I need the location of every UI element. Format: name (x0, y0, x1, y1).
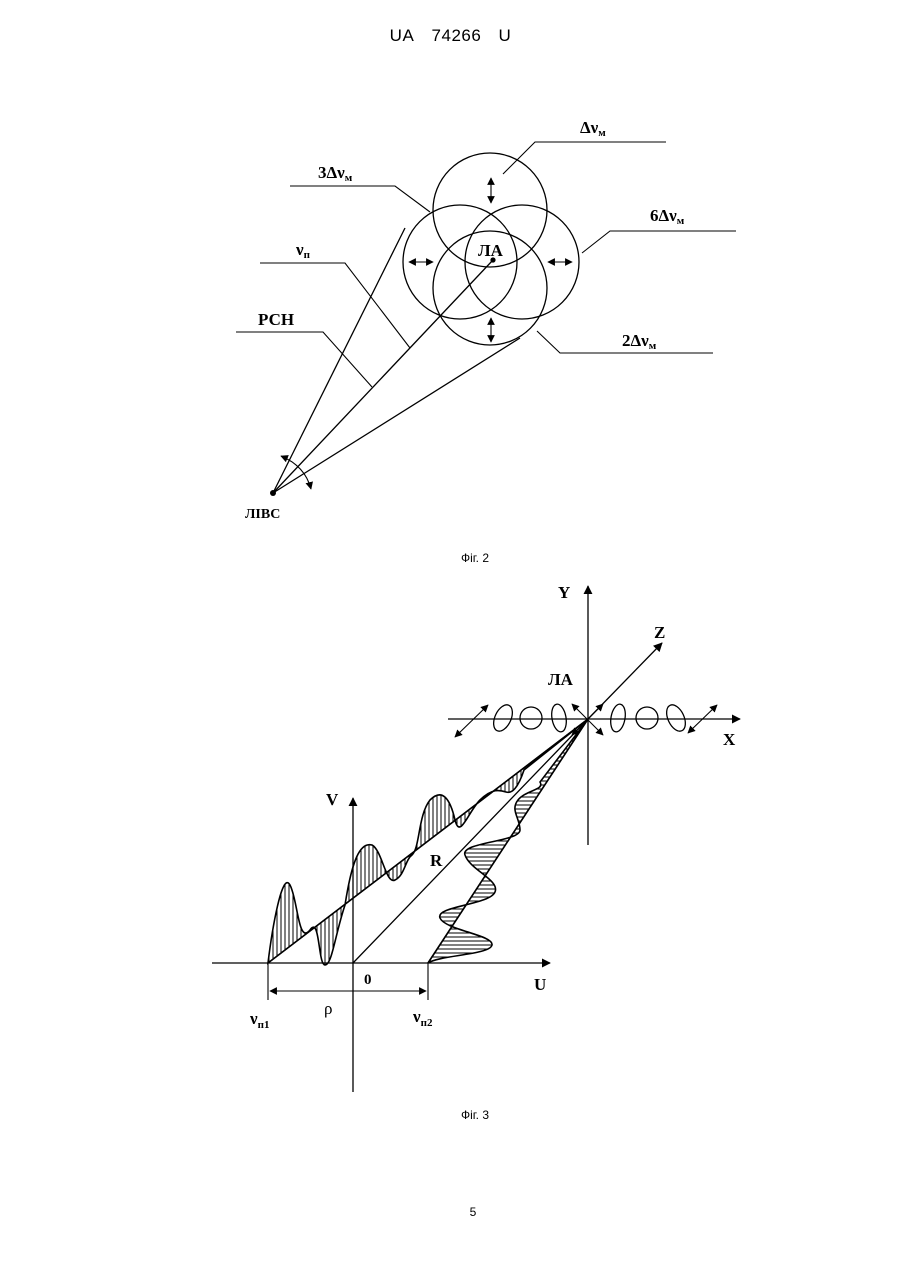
xyz-axes (448, 586, 740, 845)
rho-dimension (268, 963, 428, 1000)
label-6-delta-nu: 6Δνм (650, 206, 685, 227)
label-3-delta-nu: 3Δνм (318, 163, 353, 184)
label-rsn: РСН (258, 310, 294, 329)
figure-3: Y Z ЛА X V R 0 U ρ νп1 νп2 (212, 583, 740, 1092)
label-z: Z (654, 623, 665, 642)
label-nu-p2: νп2 (412, 1007, 433, 1029)
label-delta-nu: Δνм (580, 118, 606, 139)
label-rho: ρ (324, 999, 332, 1018)
wave-2 (428, 719, 588, 963)
figure-2: Δνм 3Δνм 6Δνм νп ЛА РСН 2Δνм ЛІВС (236, 118, 736, 522)
fig2-caption: Фіг. 2 (0, 551, 901, 565)
label-la-3: ЛА (548, 670, 574, 689)
label-la: ЛА (478, 241, 504, 260)
label-livs: ЛІВС (245, 507, 280, 522)
label-y: Y (558, 583, 570, 602)
label-u: U (534, 975, 546, 994)
wave-1 (268, 719, 588, 965)
livs-point (270, 490, 276, 496)
beam-rays (273, 228, 520, 493)
label-v: V (326, 790, 339, 809)
label-nu-p1: νп1 (249, 1009, 269, 1031)
label-x: X (723, 730, 736, 749)
page-number: 5 (0, 1205, 901, 1219)
label-nu-p: νп (295, 240, 311, 261)
label-2-delta-nu: 2Δνм (622, 331, 657, 352)
label-r: R (430, 851, 443, 870)
fig3-caption: Фіг. 3 (0, 1108, 901, 1122)
leader-lines (236, 142, 736, 387)
label-zero: 0 (364, 972, 372, 988)
